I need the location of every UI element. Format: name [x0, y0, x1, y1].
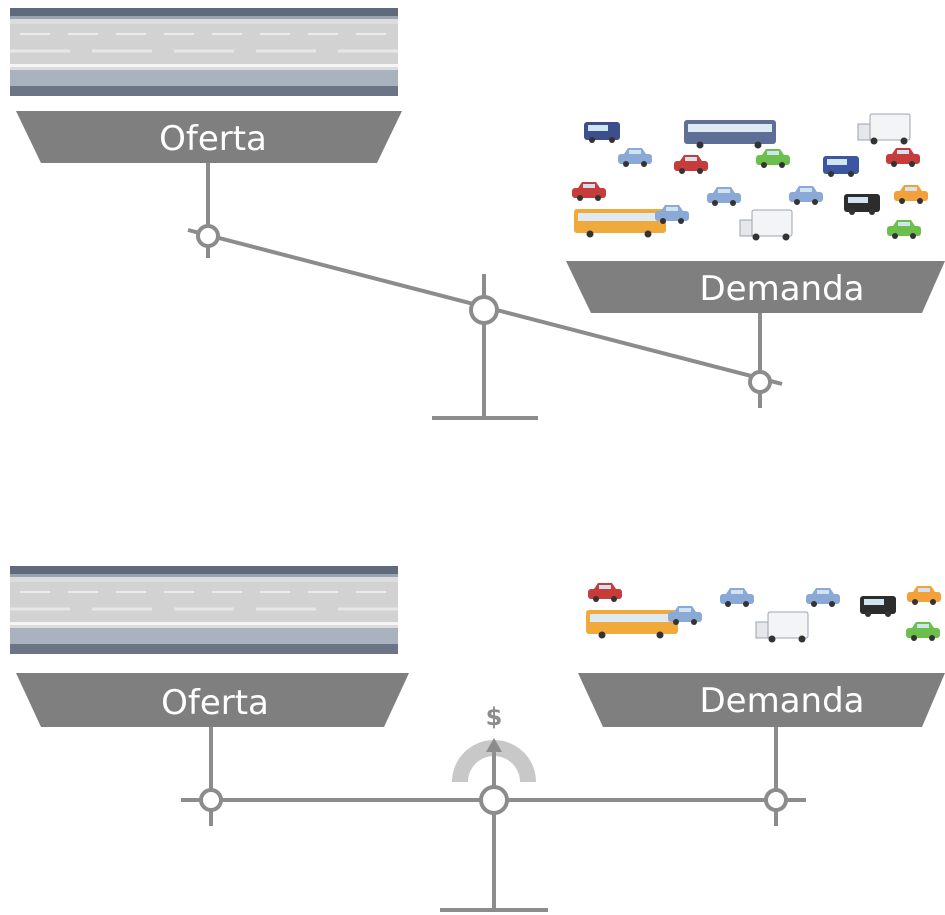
demand-label: Demanda [699, 269, 864, 309]
price-gauge-icon [452, 740, 536, 782]
price-symbol: $ [486, 703, 503, 731]
pivot-left [196, 224, 220, 248]
supply-label: Oferta [159, 119, 267, 159]
pivot-right [748, 370, 772, 394]
bottom-scale: Oferta $ Demanda [8, 564, 945, 912]
highway-road-icon [8, 6, 400, 98]
vehicle-icons [572, 113, 928, 241]
supply-label: Oferta [161, 683, 269, 723]
demand-pan [566, 261, 945, 313]
pivot-left [199, 788, 223, 812]
supply-pan [16, 111, 402, 163]
demand-pan [578, 673, 945, 727]
pivot-right [764, 788, 788, 812]
demand-label: Demanda [699, 681, 864, 721]
pivot-center [479, 785, 509, 815]
vehicle-icons [586, 583, 941, 643]
top-scale: Oferta Demanda [8, 6, 945, 420]
pivot-center [469, 295, 499, 325]
highway-road-icon [8, 564, 400, 656]
supply-pan [16, 673, 409, 727]
